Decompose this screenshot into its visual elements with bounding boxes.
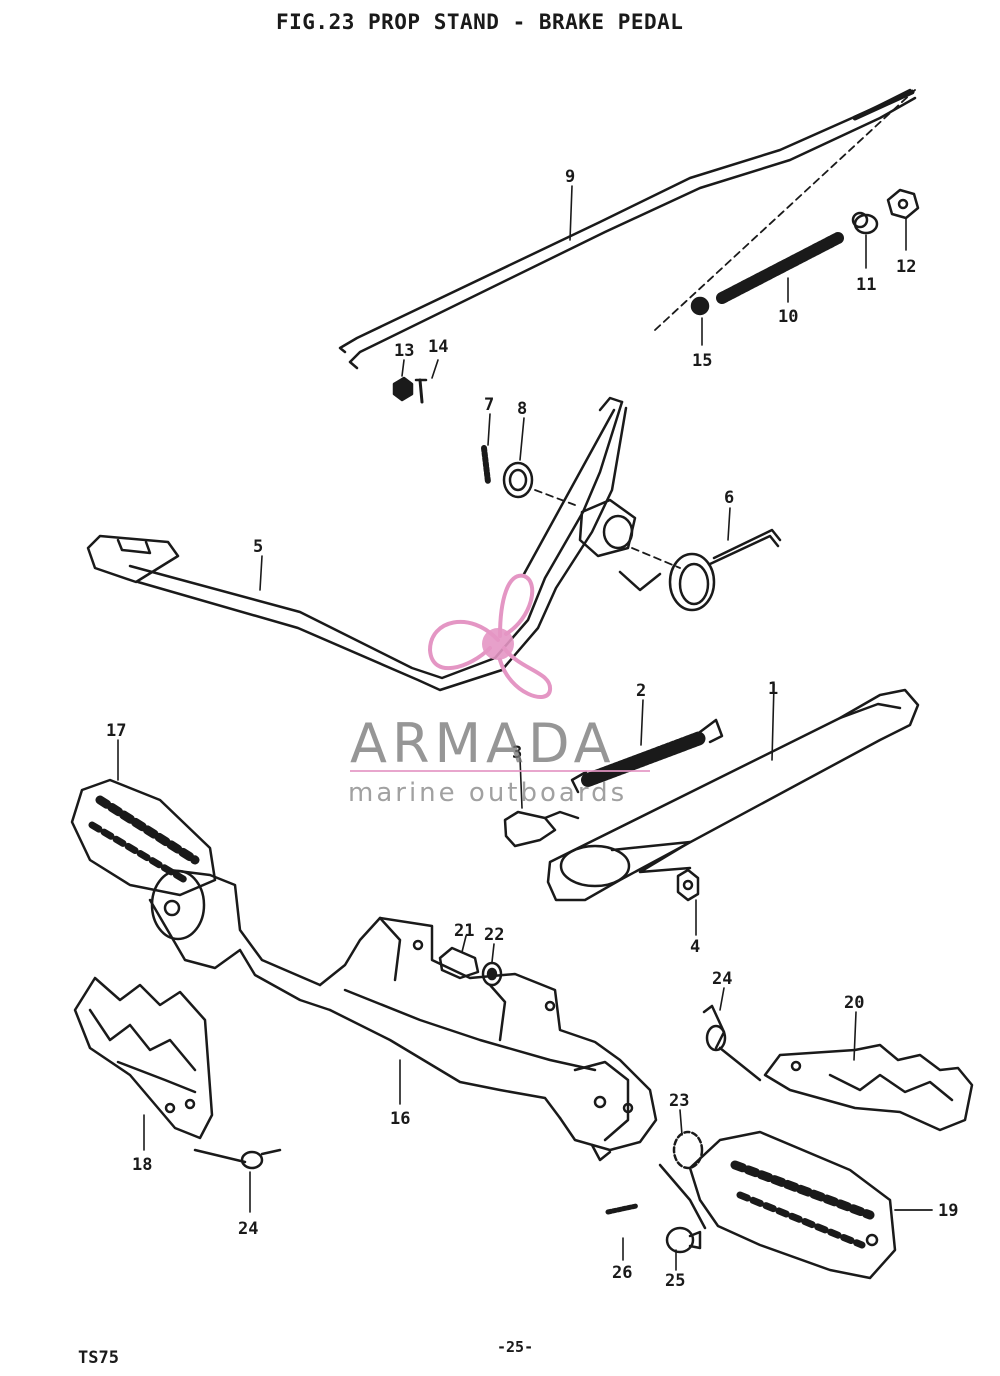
part-label-17: 17 (106, 721, 126, 741)
bracket-washer-part (481, 961, 503, 987)
stand-bolt-part (503, 810, 580, 848)
part-label-11: 11 (856, 275, 876, 295)
part-label-24-left: 24 (238, 1219, 258, 1239)
part-label-13: 13 (394, 341, 414, 361)
footrest-bracket-part (148, 868, 658, 1162)
part-label-19: 19 (938, 1201, 958, 1221)
clip-part (658, 1130, 707, 1230)
part-label-16: 16 (390, 1109, 410, 1129)
model-code: TS75 (78, 1348, 119, 1368)
cotter-pin-part (481, 445, 491, 485)
part-label-18: 18 (132, 1155, 152, 1175)
footrest-rubber-part (70, 778, 217, 941)
page-number: -25- (497, 1338, 534, 1356)
part-label-2: 2 (636, 681, 646, 701)
bracket-bolt-part (438, 946, 480, 980)
collar-part (851, 211, 879, 235)
brake-pedal-part (86, 396, 637, 692)
leader-lines (117, 185, 907, 1271)
part-label-5: 5 (253, 537, 263, 557)
assembly-guide-line (654, 89, 916, 331)
part-label-9: 9 (565, 167, 575, 187)
right-footpeg-part (763, 1043, 974, 1132)
watermark-tagline: marine outboards (348, 778, 628, 808)
part-label-14: 14 (428, 337, 448, 357)
footpeg-spring-right-part (702, 1004, 762, 1082)
part-label-15: 15 (692, 351, 712, 371)
footpeg-pin-part (605, 1203, 639, 1215)
pedal-spring-part (618, 528, 782, 612)
watermark-brand-name: ARMADA (350, 712, 616, 775)
part-label-4: 4 (690, 937, 700, 957)
rod-nut-part (392, 376, 428, 404)
stand-spring-part (570, 718, 724, 794)
part-label-20: 20 (844, 993, 864, 1013)
part-label-23: 23 (669, 1091, 689, 1111)
rod-spring-part (716, 232, 844, 304)
part-label-3: 3 (512, 743, 522, 763)
part-label-7: 7 (484, 395, 494, 415)
stand-nut-part (676, 868, 700, 902)
part-label-25: 25 (665, 1271, 685, 1291)
figure-title: FIG.23 PROP STAND - BRAKE PEDAL (276, 10, 684, 34)
pedal-washer-part (502, 461, 534, 499)
part-label-8: 8 (517, 399, 527, 419)
brake-rod-part (338, 88, 917, 370)
watermark-logo (428, 573, 552, 699)
right-footrest-rubber-part (688, 1130, 933, 1280)
assembly-guide-line (631, 547, 681, 569)
part-label-6: 6 (724, 488, 734, 508)
joint-part (690, 296, 710, 316)
part-label-26: 26 (612, 1263, 632, 1283)
prop-stand-part (546, 688, 920, 902)
assembly-guide-line (534, 489, 576, 506)
part-label-12: 12 (896, 257, 916, 277)
footpeg-spring-left-part (193, 1148, 282, 1170)
part-label-1: 1 (768, 679, 778, 699)
footpeg-cap-part (665, 1226, 702, 1254)
left-footpeg-part (73, 976, 214, 1140)
adjusting-nut-part (886, 188, 920, 220)
part-label-10: 10 (778, 307, 798, 327)
watermark-divider (350, 770, 650, 772)
part-label-24-right: 24 (712, 969, 732, 989)
part-label-21: 21 (454, 921, 474, 941)
part-label-22: 22 (484, 925, 504, 945)
